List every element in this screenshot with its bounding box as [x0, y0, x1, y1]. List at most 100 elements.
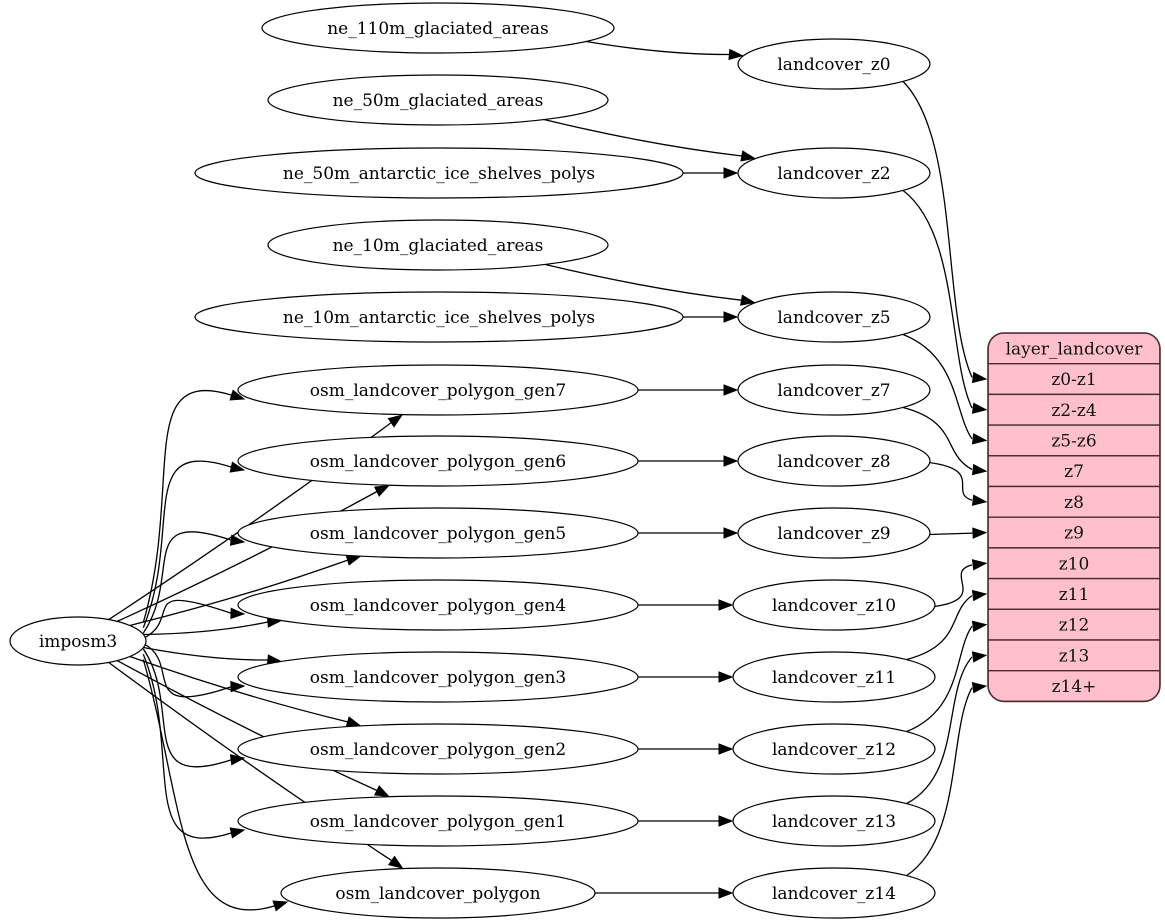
- edge-imposm3-to-osm_landcover_polygon_gen3: [143, 646, 268, 661]
- node-osm_landcover_polygon_gen3[interactable]: osm_landcover_polygon_gen3: [237, 651, 639, 703]
- edge-ne_10m_antarctic_ice_shelves_polys-to-landcover_z5-arrowhead-icon: [723, 311, 739, 323]
- node-osm_landcover_polygon_gen3-ellipse: [237, 651, 639, 703]
- node-osm_landcover_polygon_gen2-ellipse: [237, 723, 639, 775]
- node-ne_110m_glaciated_areas-label: ne_110m_glaciated_areas: [327, 19, 549, 39]
- node-landcover_z12[interactable]: landcover_z12: [732, 723, 936, 775]
- node-osm_landcover_polygon_gen7-label: osm_landcover_polygon_gen7: [310, 381, 566, 401]
- node-ne_50m_antarctic_ice_shelves_polys-label: ne_50m_antarctic_ice_shelves_polys: [283, 164, 595, 184]
- edge-landcover_z14-to-row-z14+-arrowhead-icon: [971, 681, 988, 694]
- edge-landcover_z7-to-row-z7-arrowhead-icon: [971, 463, 988, 476]
- table-row-z2-z4[interactable]: [988, 393, 1160, 426]
- table-row-label-z2-z4: z2-z4: [1051, 401, 1096, 421]
- edge-imposm3-to-osm_landcover_polygon_gen3-arrowhead-icon: [230, 680, 246, 693]
- node-landcover_z8-ellipse: [737, 435, 931, 487]
- node-ne_50m_antarctic_ice_shelves_polys[interactable]: ne_50m_antarctic_ice_shelves_polys: [194, 147, 684, 199]
- edge-landcover_z8-to-row-z8-arrowhead-icon: [971, 494, 988, 506]
- node-osm_landcover_polygon_gen2-label: osm_landcover_polygon_gen2: [310, 740, 566, 760]
- node-ne_10m_antarctic_ice_shelves_polys[interactable]: ne_10m_antarctic_ice_shelves_polys: [194, 291, 684, 343]
- node-landcover_z11-ellipse: [732, 651, 936, 703]
- table-row-label-z14+: z14+: [1052, 677, 1097, 697]
- edge-landcover_z10-to-row-z10: [933, 564, 973, 608]
- edge-imposm3-to-osm_landcover_polygon: [142, 659, 276, 911]
- edge-landcover_z5-to-row-z5-z6: [902, 333, 973, 440]
- table-body: [988, 333, 1160, 702]
- nodes-layer: imposm3 ne_110m_glaciated_areas ne_50m_gla…: [9, 2, 936, 919]
- edge-landcover_z13-to-row-z13-arrowhead-icon: [971, 651, 988, 663]
- node-landcover_z2[interactable]: landcover_z2: [737, 147, 931, 199]
- node-osm_landcover_polygon_gen7[interactable]: osm_landcover_polygon_gen7: [237, 364, 639, 416]
- node-osm_landcover_polygon_gen4-label: osm_landcover_polygon_gen4: [310, 596, 566, 616]
- node-imposm3-label: imposm3: [39, 632, 117, 652]
- node-ne_10m_glaciated_areas[interactable]: ne_10m_glaciated_areas: [267, 219, 609, 271]
- edge-landcover_z2-to-row-z2-z4: [902, 189, 973, 409]
- node-ne_110m_glaciated_areas[interactable]: ne_110m_glaciated_areas: [261, 2, 615, 54]
- edge-imposm3-to-osm_landcover_polygon_gen7-arrowhead-icon: [387, 414, 404, 428]
- table-header-label: layer_landcover: [1006, 339, 1144, 359]
- node-landcover_z9[interactable]: landcover_z9: [737, 507, 931, 559]
- table-row-z14+[interactable]: [988, 670, 1160, 702]
- node-landcover_z13[interactable]: landcover_z13: [732, 795, 936, 847]
- node-landcover_z0[interactable]: landcover_z0: [737, 38, 931, 90]
- node-landcover_z10[interactable]: landcover_z10: [732, 579, 936, 631]
- edge-imposm3-to-osm_landcover_polygon_gen2-arrowhead-icon: [229, 754, 246, 766]
- node-landcover_z5-label: landcover_z5: [777, 308, 890, 328]
- node-landcover_z13-ellipse: [732, 795, 936, 847]
- node-osm_landcover_polygon_gen1-ellipse: [237, 795, 639, 847]
- node-osm_landcover_polygon[interactable]: osm_landcover_polygon: [280, 867, 596, 919]
- node-ne_10m_antarctic_ice_shelves_polys-ellipse: [194, 291, 684, 343]
- table-row-z13[interactable]: [988, 639, 1160, 672]
- edge-ne_110m_glaciated_areas-to-landcover_z0: [586, 40, 730, 56]
- edge-imposm3-to-osm_landcover_polygon_gen3: [143, 643, 233, 698]
- table-row-label-z8: z8: [1064, 493, 1084, 513]
- node-osm_landcover_polygon_gen4[interactable]: osm_landcover_polygon_gen4: [237, 579, 639, 631]
- edge-ne_10m_glaciated_areas-to-landcover_z5: [544, 263, 742, 301]
- node-landcover_z8[interactable]: landcover_z8: [737, 435, 931, 487]
- node-landcover_z11[interactable]: landcover_z11: [732, 651, 936, 703]
- edge-imposm3-to-osm_landcover_polygon_gen2-arrowhead-icon: [345, 716, 362, 728]
- table-row-z11[interactable]: [988, 577, 1160, 610]
- node-landcover_z7-label: landcover_z7: [777, 381, 890, 401]
- edge-landcover_z11-to-row-z11-arrowhead-icon: [971, 589, 988, 602]
- node-osm_landcover_polygon_gen1-label: osm_landcover_polygon_gen1: [310, 812, 566, 832]
- node-ne_10m_glaciated_areas-label: ne_10m_glaciated_areas: [333, 236, 544, 256]
- node-ne_50m_antarctic_ice_shelves_polys-ellipse: [194, 147, 684, 199]
- edge-imposm3-to-osm_landcover_polygon_gen4: [143, 621, 269, 636]
- edge-imposm3-to-osm_landcover_polygon_gen1-arrowhead-icon: [373, 785, 390, 797]
- node-imposm3[interactable]: imposm3: [9, 616, 147, 666]
- table-layer: layer_landcoverz0-z1z2-z4z5-z6z7z8z9z10z…: [987, 332, 1161, 703]
- edge-osm_landcover_polygon_gen6-to-landcover_z8-arrowhead-icon: [723, 455, 739, 467]
- edge-osm_landcover_polygon_gen1-to-landcover_z13-arrowhead-icon: [718, 815, 734, 827]
- edge-landcover_z12-to-row-z12: [906, 625, 973, 733]
- node-ne_50m_glaciated_areas[interactable]: ne_50m_glaciated_areas: [267, 74, 609, 126]
- edge-landcover_z9-to-row-z9: [928, 532, 974, 536]
- table-row-z9[interactable]: [988, 516, 1160, 549]
- edge-osm_landcover_polygon_gen2-to-landcover_z12-arrowhead-icon: [718, 743, 734, 755]
- node-imposm3-ellipse: [9, 616, 147, 666]
- node-landcover_z9-label: landcover_z9: [777, 524, 890, 544]
- node-osm_landcover_polygon_gen6[interactable]: osm_landcover_polygon_gen6: [237, 435, 639, 487]
- edge-landcover_z7-to-row-z7: [902, 406, 973, 471]
- node-osm_landcover_polygon_gen1[interactable]: osm_landcover_polygon_gen1: [237, 795, 639, 847]
- node-landcover_z5-ellipse: [737, 291, 931, 343]
- edge-ne_50m_antarctic_ice_shelves_polys-to-landcover_z2-arrowhead-icon: [723, 167, 739, 179]
- node-landcover_z14-label: landcover_z14: [772, 884, 896, 904]
- edge-landcover_z2-to-row-z2-z4-arrowhead-icon: [971, 402, 988, 414]
- node-landcover_z14[interactable]: landcover_z14: [732, 867, 936, 919]
- edge-imposm3-to-osm_landcover_polygon_gen5-arrowhead-icon: [345, 554, 362, 566]
- edge-landcover_z11-to-row-z11: [906, 595, 973, 661]
- node-ne_50m_glaciated_areas-ellipse: [267, 74, 609, 126]
- edge-landcover_z0-to-row-z0-z1: [902, 81, 973, 378]
- table-row-label-z0-z1: z0-z1: [1051, 370, 1096, 390]
- node-landcover_z5[interactable]: landcover_z5: [737, 291, 931, 343]
- table-row-label-z9: z9: [1064, 524, 1084, 544]
- node-landcover_z7[interactable]: landcover_z7: [737, 364, 931, 416]
- edge-imposm3-to-osm_landcover_polygon_gen4: [143, 599, 233, 639]
- edge-landcover_z13-to-row-z13: [906, 656, 973, 805]
- node-osm_landcover_polygon_gen4-ellipse: [237, 579, 639, 631]
- node-osm_landcover_polygon-ellipse: [280, 867, 596, 919]
- node-osm_landcover_polygon_gen2[interactable]: osm_landcover_polygon_gen2: [237, 723, 639, 775]
- edge-osm_landcover_polygon_gen3-to-landcover_z11-arrowhead-icon: [718, 671, 734, 683]
- node-osm_landcover_polygon_gen5[interactable]: osm_landcover_polygon_gen5: [237, 507, 639, 559]
